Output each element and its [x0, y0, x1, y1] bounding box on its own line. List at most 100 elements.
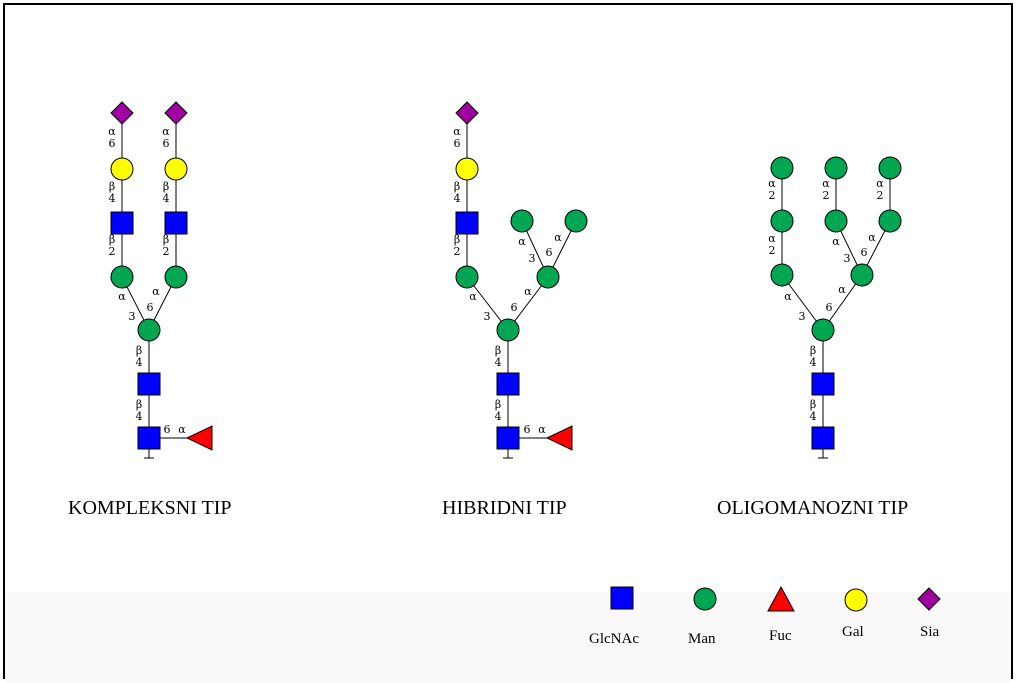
linkage-label: α — [469, 290, 477, 303]
linkage-label: α — [162, 125, 170, 138]
linkage-label: 6 — [454, 137, 461, 150]
fucose-triangle-icon — [545, 425, 573, 451]
mannose-circle-icon — [164, 265, 188, 289]
mannose-circle-icon — [770, 263, 794, 287]
linkage-label: 6 — [163, 137, 170, 150]
mannose-circle-icon — [770, 209, 794, 233]
glcnac-square-icon — [496, 426, 520, 450]
linkage-label: 6 — [861, 246, 868, 259]
mannose-circle-icon — [564, 209, 588, 233]
linkage-label: 4 — [136, 410, 143, 423]
linkage-label: α — [538, 423, 546, 436]
glcnac-square-icon — [455, 211, 479, 235]
mannose-circle-icon — [878, 209, 902, 233]
legend-label-man: Man — [688, 631, 716, 647]
linkage-label: α — [822, 177, 830, 190]
linkage-label: 6 — [109, 137, 116, 150]
linkage-label: β — [495, 344, 501, 357]
linkage-label: α — [518, 235, 526, 248]
legend-label-fuc: Fuc — [769, 628, 792, 644]
linkage-label: 6 — [511, 301, 518, 314]
linkage-label: α — [868, 231, 876, 244]
legend-label-sia: Sia — [920, 624, 940, 640]
linkage-label: β — [136, 398, 142, 411]
legend-label-gal: Gal — [842, 624, 864, 640]
sialic-acid-diamond-icon — [110, 101, 134, 125]
linkage-label: α — [768, 177, 776, 190]
linkage-label: 2 — [454, 245, 461, 258]
glcnac-square-icon — [137, 372, 161, 396]
linkage-label: α — [554, 231, 562, 244]
linkage-label: 2 — [877, 189, 884, 202]
mannose-circle-icon — [878, 156, 902, 180]
glcnac-square-icon — [137, 426, 161, 450]
linkage-label: 4 — [454, 192, 461, 205]
linkage-label: α — [152, 285, 160, 298]
linkage-label: 4 — [136, 356, 143, 369]
mannose-circle-icon — [496, 318, 520, 342]
fucose-triangle-icon — [767, 585, 795, 612]
linkage-label: 6 — [524, 423, 531, 436]
glcnac-square-icon — [811, 372, 835, 396]
linkage-label: 2 — [823, 189, 830, 202]
linkage-label: β — [810, 344, 816, 357]
linkage-label: 4 — [810, 410, 817, 423]
monosaccharide-nodes — [110, 101, 902, 451]
linkage-label: α — [768, 232, 776, 245]
linkage-label: 4 — [495, 410, 502, 423]
linkage-label: 6 — [826, 301, 833, 314]
galactose-circle-icon — [164, 157, 188, 181]
linkage-label: β — [109, 233, 115, 246]
linkage-label: α — [178, 423, 186, 436]
title-oligomannose-type: OLIGOMANOZNI TIP — [717, 497, 909, 519]
galactose-circle-icon — [110, 157, 134, 181]
linkage-label: 4 — [810, 356, 817, 369]
linkage-label: β — [136, 344, 142, 357]
linkage-label: 6 — [164, 423, 171, 436]
sialic-acid-diamond-icon — [917, 587, 941, 611]
linkage-label: 3 — [484, 310, 491, 323]
mannose-circle-icon — [824, 209, 848, 233]
mannose-circle-icon — [850, 263, 874, 287]
linkage-label: β — [495, 398, 501, 411]
mannose-circle-icon — [455, 265, 479, 289]
linkage-label: β — [454, 233, 460, 246]
legend-background — [5, 592, 1011, 683]
title-complex-type: KOMPLEKSNI TIP — [68, 497, 232, 519]
linkage-label: α — [838, 283, 846, 296]
galactose-circle-icon — [844, 588, 868, 612]
legend-label-glcnac: GlcNAc — [589, 631, 639, 647]
linkage-label: β — [163, 233, 169, 246]
figure-frame — [3, 3, 1013, 679]
glcnac-square-icon — [496, 372, 520, 396]
mannose-circle-icon — [137, 318, 161, 342]
mannose-circle-icon — [536, 265, 560, 289]
linkage-label: α — [524, 285, 532, 298]
linkage-label: 2 — [769, 244, 776, 257]
linkage-label: β — [163, 180, 169, 193]
linkage-label: 3 — [844, 252, 851, 265]
glcnac-square-icon — [610, 586, 634, 610]
sialic-acid-diamond-icon — [455, 101, 479, 125]
linkage-label: 2 — [769, 189, 776, 202]
linkage-label: 2 — [163, 245, 170, 258]
linkage-label: 3 — [799, 310, 806, 323]
title-hybrid-type: HIBRIDNI TIP — [442, 497, 567, 519]
fucose-triangle-icon — [185, 425, 213, 451]
legend-symbols — [610, 585, 941, 612]
mannose-circle-icon — [824, 156, 848, 180]
linkage-label: 4 — [495, 356, 502, 369]
sialic-acid-diamond-icon — [164, 101, 188, 125]
linkage-label: 4 — [109, 192, 116, 205]
linkage-label: α — [108, 125, 116, 138]
linkage-label: β — [109, 180, 115, 193]
linkage-label: 6 — [147, 301, 154, 314]
mannose-circle-icon — [811, 318, 835, 342]
linkage-label: α — [832, 235, 840, 248]
linkage-label: 4 — [163, 192, 170, 205]
galactose-circle-icon — [455, 157, 479, 181]
mannose-circle-icon — [110, 265, 134, 289]
linkage-label: α — [118, 290, 126, 303]
linkage-label: α — [876, 177, 884, 190]
